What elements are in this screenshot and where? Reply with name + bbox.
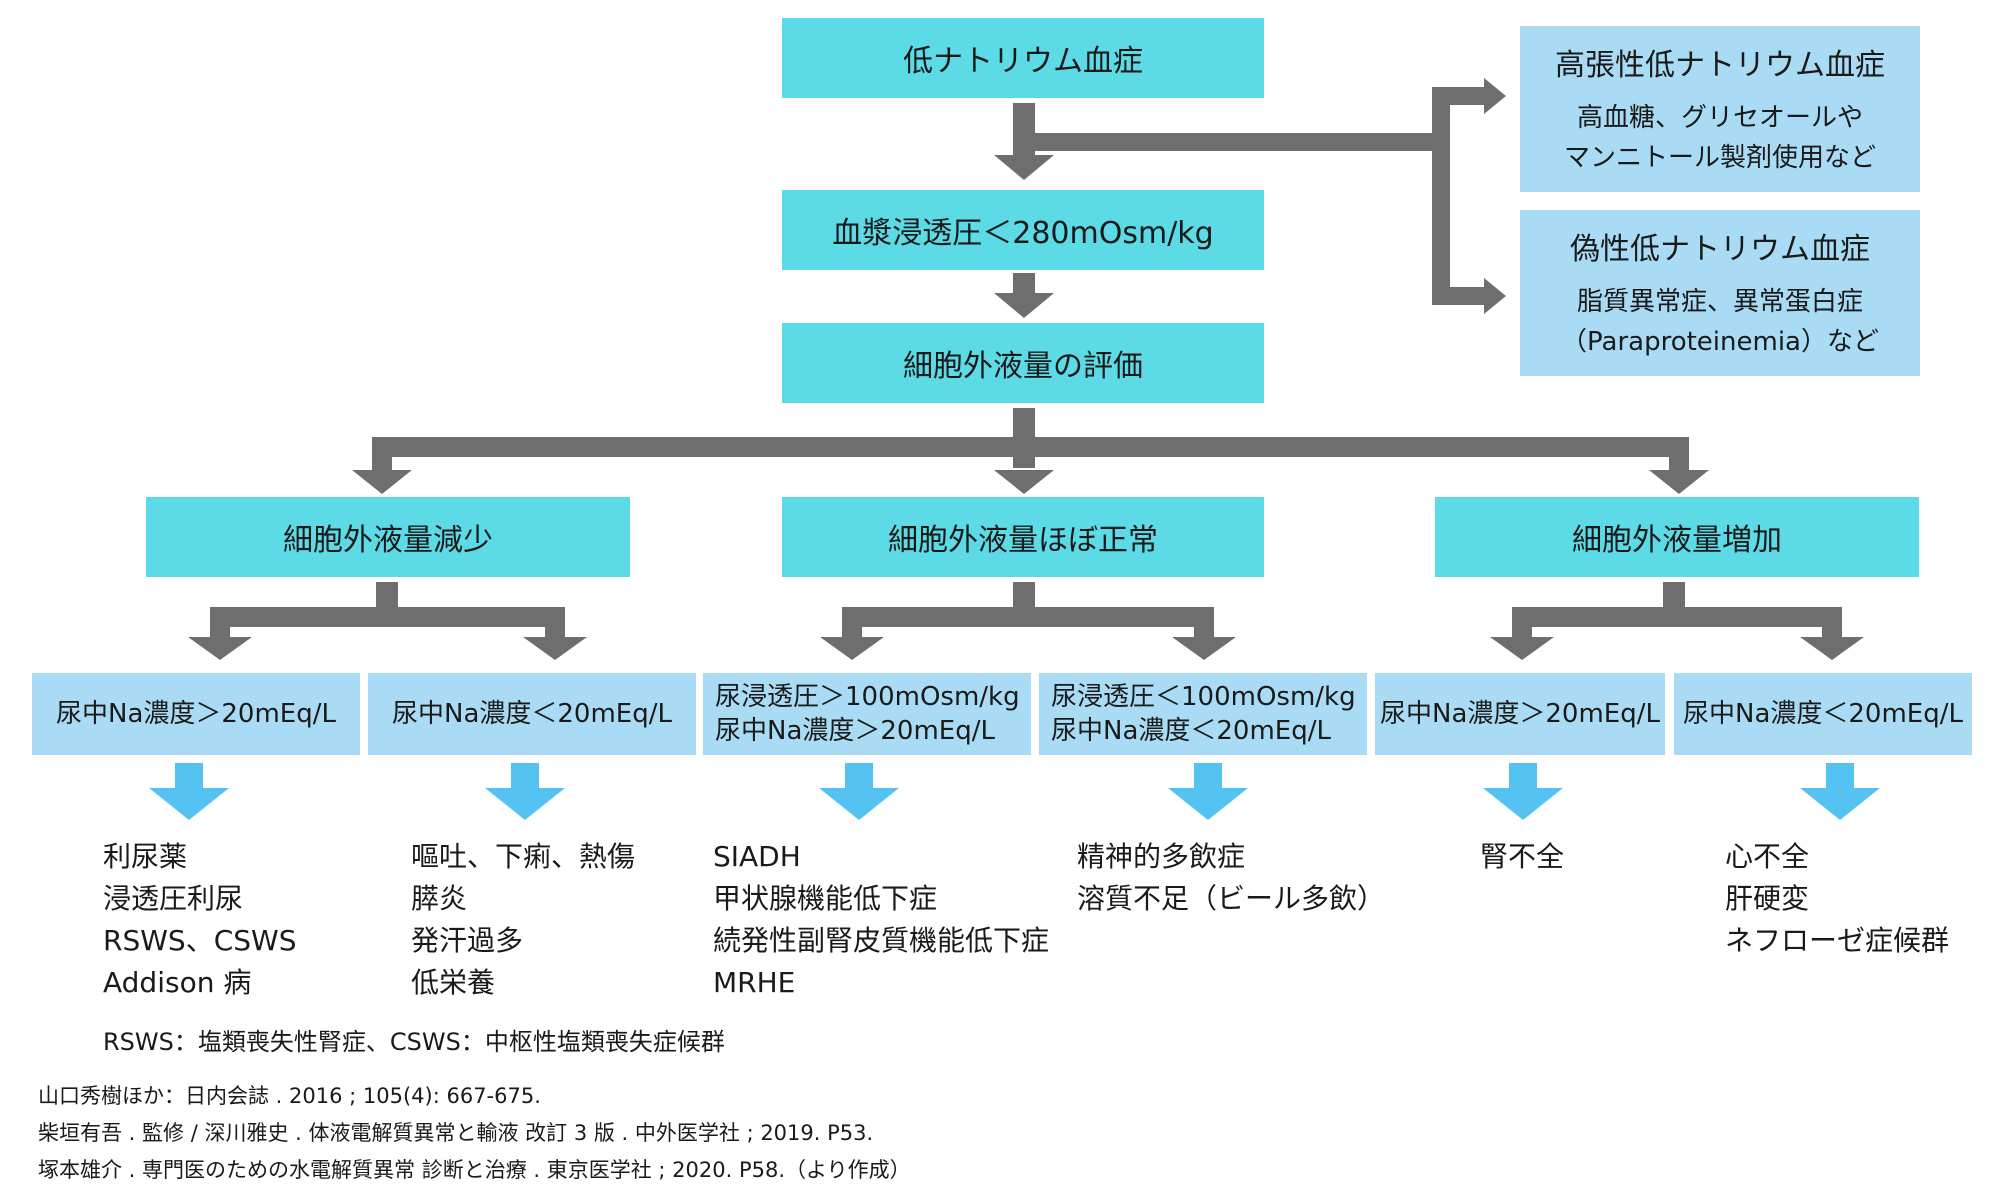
blue-arrows (149, 763, 1880, 820)
list-item: 利尿薬 (103, 840, 188, 873)
list-item: ネフローゼ症候群 (1725, 924, 1950, 957)
hypertonic-line: 高血糖、グリセオールや (1576, 103, 1863, 133)
box-pseudo-hyponatremia: 偽性低ナトリウム血症 脂質異常症、異常蛋白症 （Paraproteinemia）… (1520, 210, 1920, 376)
cause-list-2: 嘔吐、下痢、熱傷 膵炎 発汗過多 低栄養 (411, 836, 635, 1004)
box-plasma-osmolality: 血漿浸透圧＜280mOsm/kg (782, 190, 1264, 270)
condition-box-5: 尿中Na濃度＞20mEq/L (1375, 673, 1665, 755)
abbreviation-note: RSWS：塩類喪失性腎症、CSWS：中枢性塩類喪失症候群 (103, 1028, 725, 1056)
list-item: 甲状腺機能低下症 (713, 882, 938, 915)
list-item: 精神的多飲症 (1077, 840, 1246, 873)
condition-box-2: 尿中Na濃度＜20mEq/L (368, 673, 696, 755)
list-item: SIADH (713, 840, 801, 873)
list-item: 心不全 (1725, 840, 1810, 873)
gray-arrows (188, 78, 1864, 660)
list-item: 腎不全 (1480, 840, 1565, 873)
cause-list-5: 腎不全 (1480, 836, 1564, 878)
box-ecf-normal: 細胞外液量ほぼ正常 (782, 497, 1264, 577)
list-item: 溶質不足（ビール多飲） (1077, 882, 1386, 915)
cause-list-3: SIADH 甲状腺機能低下症 続発性副腎皮質機能低下症 MRHE (713, 836, 1049, 1004)
cause-list-6: 心不全 肝硬変 ネフローゼ症候群 (1725, 836, 1949, 962)
hypertonic-title: 高張性低ナトリウム血症 (1555, 48, 1885, 83)
condition-box-3: 尿浸透圧＞100mOsm/kg 尿中Na濃度＞20mEq/L (703, 673, 1031, 755)
box-ecf-increased: 細胞外液量増加 (1435, 497, 1919, 577)
box-hyponatremia: 低ナトリウム血症 (782, 18, 1264, 98)
condition-box-4: 尿浸透圧＜100mOsm/kg 尿中Na濃度＜20mEq/L (1039, 673, 1367, 755)
box-ecf-decreased: 細胞外液量減少 (146, 497, 630, 577)
list-item: 発汗過多 (411, 924, 524, 957)
list-item: Addison 病 (103, 966, 252, 999)
pseudo-line: （Paraproteinemia）など (1561, 327, 1879, 357)
box-ecf-evaluation: 細胞外液量の評価 (782, 323, 1264, 403)
list-item: MRHE (713, 966, 796, 999)
reference-line: 塚本雄介 . 専門医のための水電解質異常 診断と治療 . 東京医学社 ; 202… (38, 1158, 911, 1182)
pseudo-line: 脂質異常症、異常蛋白症 (1576, 287, 1863, 317)
list-item: 低栄養 (411, 966, 496, 999)
cause-list-4: 精神的多飲症 溶質不足（ビール多飲） (1077, 836, 1385, 920)
reference-line: 山口秀樹ほか：日内会誌 . 2016 ; 105(4): 667-675. (38, 1084, 541, 1108)
cause-list-1: 利尿薬 浸透圧利尿 RSWS、CSWS Addison 病 (103, 836, 296, 1004)
list-item: 膵炎 (411, 882, 468, 915)
reference-line: 柴垣有吾 . 監修 / 深川雅史 . 体液電解質異常と輸液 改訂 3 版 . 中… (38, 1121, 874, 1145)
list-item: 続発性副腎皮質機能低下症 (713, 924, 1050, 957)
pseudo-title: 偽性低ナトリウム血症 (1570, 232, 1870, 267)
list-item: 肝硬変 (1725, 882, 1810, 915)
condition-box-1: 尿中Na濃度＞20mEq/L (32, 673, 360, 755)
list-item: RSWS、CSWS (103, 924, 297, 957)
condition-box-6: 尿中Na濃度＜20mEq/L (1674, 673, 1972, 755)
list-item: 浸透圧利尿 (103, 882, 244, 915)
references: 山口秀樹ほか：日内会誌 . 2016 ; 105(4): 667-675. 柴垣… (38, 1078, 911, 1189)
box-hypertonic-hyponatremia: 高張性低ナトリウム血症 高血糖、グリセオールや マンニトール製剤使用など (1520, 26, 1920, 192)
list-item: 嘔吐、下痢、熱傷 (411, 840, 636, 873)
hypertonic-line: マンニトール製剤使用など (1563, 143, 1876, 173)
